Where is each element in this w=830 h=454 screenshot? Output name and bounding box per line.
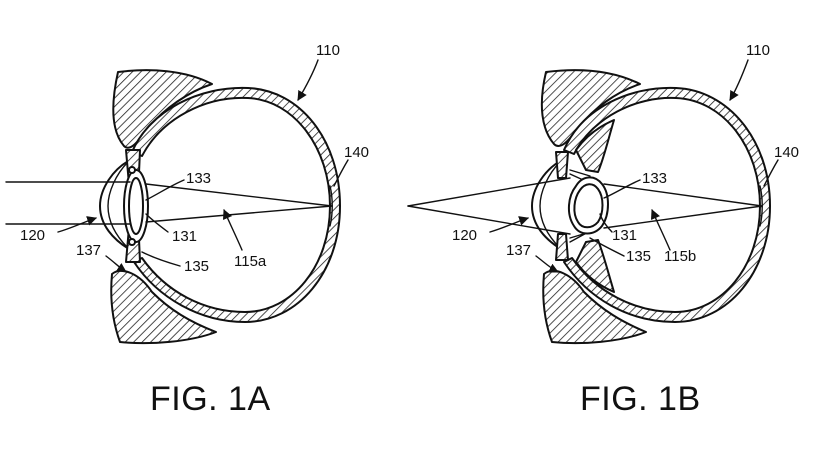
leader-120-1a [57,216,97,233]
cornea-1b [531,157,567,253]
ray-lower-out-1a [145,205,333,223]
label-133-1b: 133 [642,170,667,187]
eyeball-wall-1b [563,86,771,323]
ray-upper-out-1b [603,183,763,207]
ray-lower-out-1b [603,205,763,229]
leader-135-1a [141,251,181,267]
eyeball-wall [131,86,341,323]
ray-lower-in-1b [407,205,571,235]
label-131-1a: 131 [172,228,197,245]
label-115b: 115b [664,248,696,265]
leader-133-1b [603,179,641,199]
label-131-1b: 131 [612,227,637,244]
label-110-1a: 110 [316,42,340,59]
leader-115b [650,209,671,251]
caption-1b: FIG. 1B [580,380,701,418]
iris-upper-1b [555,151,569,179]
label-135-1b: 135 [626,248,651,265]
leader-137-1a [105,255,127,273]
leader-110-1a [297,59,319,101]
cornea-1a [99,157,135,253]
label-120-1b: 120 [452,227,477,244]
lens-1b [573,183,604,229]
label-135-1a: 135 [184,258,209,275]
orbital-bone-lower [110,269,217,345]
leader-110-1b [729,59,749,101]
figure-1a: 110 140 133 131 135 120 137 115a FIG. 1A [5,42,369,418]
leader-131-1b [599,213,613,233]
leader-120-1b [489,216,529,233]
label-133-1a: 133 [186,170,211,187]
leader-140-1b [763,159,779,187]
ray-upper-out-1a [145,183,333,207]
leader-140-1a [333,159,349,187]
label-140-1a: 140 [344,144,369,161]
label-140-1b: 140 [774,144,799,161]
label-115a: 115a [234,253,267,270]
leader-137-1b [535,255,559,273]
iris-lower-1b [555,233,569,261]
label-137-1a: 137 [76,242,101,259]
ciliary-body-upper-1b [575,119,615,173]
label-120-1a: 120 [20,227,45,244]
ciliary-body-lower-1b [575,239,615,293]
leader-115a [222,209,243,251]
leader-131-1a [145,213,169,233]
label-110-1b: 110 [746,42,770,59]
leader-135-1b [589,237,625,257]
lens-1a [128,177,144,235]
figure-1b: 110 140 133 131 135 120 137 115b FIG. 1B [407,42,799,418]
label-137-1b: 137 [506,242,531,259]
ray-upper-in-1b [407,177,571,207]
orbital-bone-lower-1b [542,269,647,345]
caption-1a: FIG. 1A [150,380,271,418]
leader-133-1a [145,179,185,201]
orbital-bone-upper [112,69,213,149]
